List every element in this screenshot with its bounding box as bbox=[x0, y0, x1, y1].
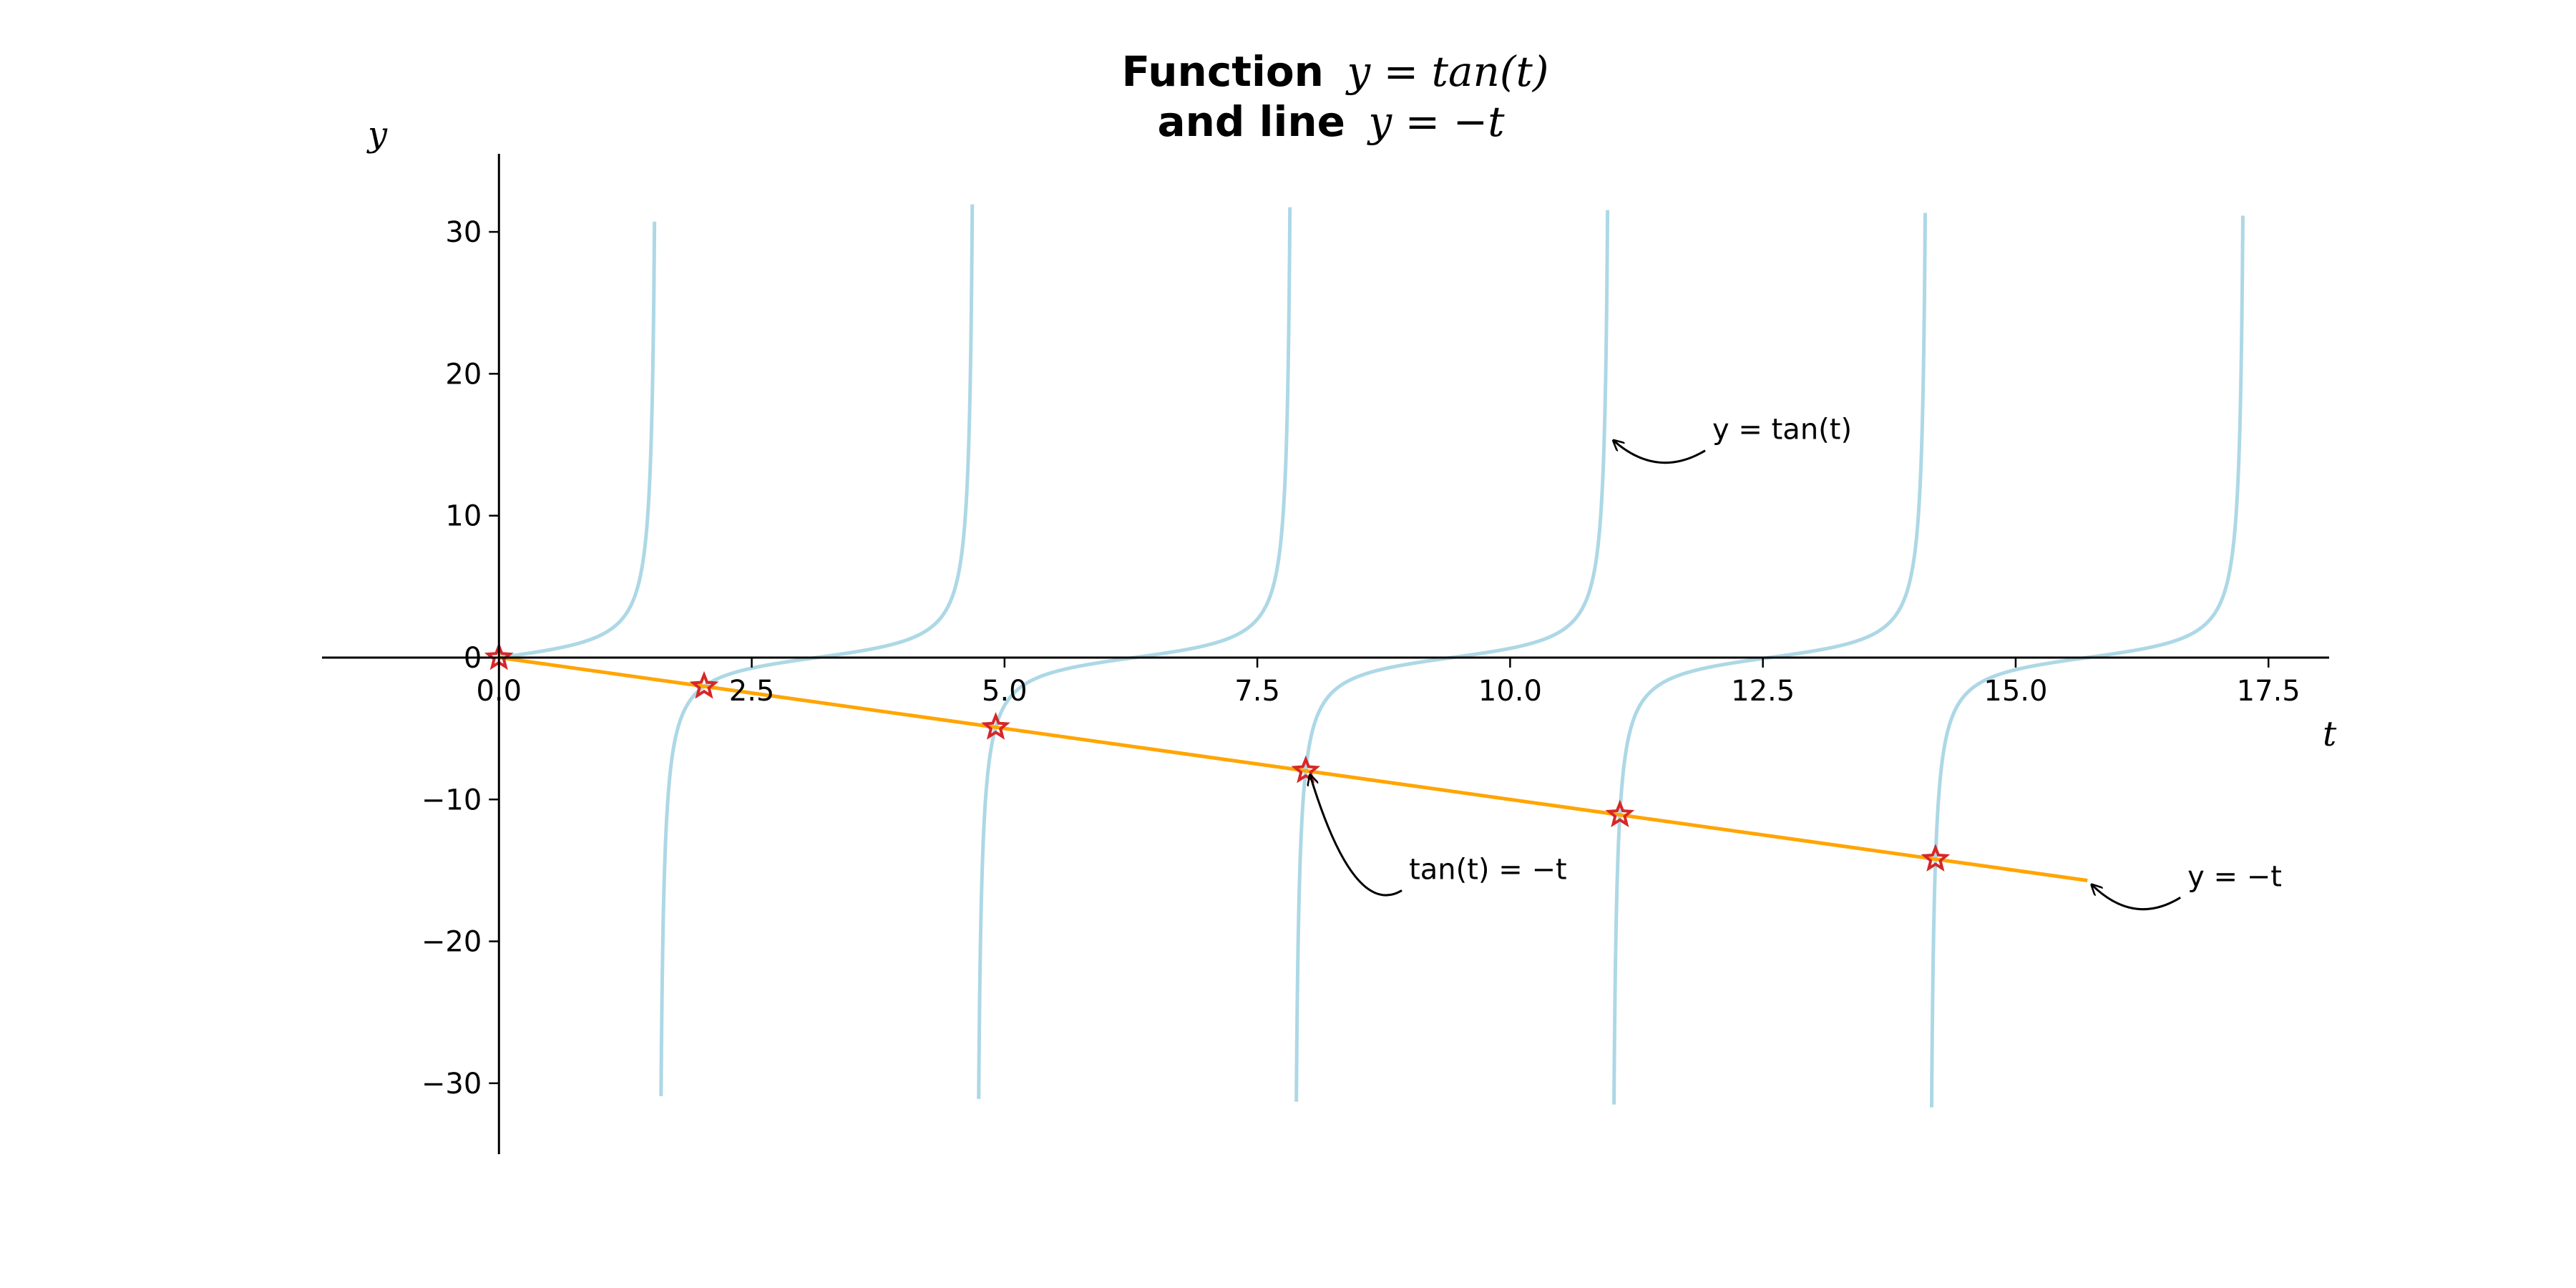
series-tan-branch bbox=[659, 204, 975, 1096]
x-tick-label: 0.0 bbox=[476, 675, 522, 708]
axes: 0.0 2.5 5.0 7.5 10.0 12.5 15.0 17.5 30 20 10 0 −10 −2… bbox=[322, 154, 2329, 1154]
intersection-markers bbox=[484, 642, 1951, 872]
series-tan-branch bbox=[1612, 213, 1927, 1105]
y-tick-label: −20 bbox=[421, 926, 482, 959]
series-neg-line bbox=[498, 655, 2088, 882]
chart-title-line1: Function y = tan(t) bbox=[1122, 47, 1549, 96]
y-tick-label: 10 bbox=[445, 500, 482, 533]
series-tan-branch bbox=[1929, 215, 2245, 1108]
x-tick-label: 7.5 bbox=[1234, 675, 1280, 708]
intersection-point bbox=[1921, 844, 1951, 872]
annotation-label: tan(t) = −t bbox=[1409, 853, 1567, 886]
series-tan-branch bbox=[1294, 210, 1610, 1102]
annotation-arrow bbox=[2092, 884, 2181, 911]
y-tick-label: 20 bbox=[445, 358, 482, 391]
annotation-arrow bbox=[1310, 775, 1402, 897]
annotation-label: y = tan(t) bbox=[1712, 414, 1852, 447]
y-tick-label: 0 bbox=[464, 642, 482, 675]
series-layer bbox=[497, 204, 2245, 1108]
y-tick-label: −10 bbox=[421, 784, 482, 816]
x-tick-label: 2.5 bbox=[729, 675, 775, 708]
annotation-label: y = −t bbox=[2187, 860, 2282, 893]
x-axis-label: t bbox=[2323, 714, 2337, 754]
intersection-point bbox=[1605, 799, 1635, 828]
intersection-point bbox=[981, 711, 1010, 740]
chart-title-line2: and line y = −t bbox=[1157, 97, 1505, 146]
x-tick-label: 5.0 bbox=[982, 675, 1028, 708]
annotations: y = tan(t) tan(t) = −t y = −t bbox=[1310, 414, 2282, 911]
series-tan-branch bbox=[497, 221, 657, 660]
y-tick-label: −30 bbox=[421, 1068, 482, 1101]
series-tan-branch bbox=[977, 207, 1292, 1099]
annotation-arrow bbox=[1614, 441, 1706, 464]
x-tick-label: 15.0 bbox=[1984, 675, 2047, 708]
x-tick-label: 12.5 bbox=[1731, 675, 1795, 708]
y-tick-label: 30 bbox=[445, 216, 482, 249]
intersection-point bbox=[689, 670, 719, 699]
intersection-point bbox=[1291, 755, 1321, 784]
x-tick-label: 10.0 bbox=[1478, 675, 1542, 708]
x-tick-label: 17.5 bbox=[2237, 675, 2301, 708]
y-axis-label: y bbox=[366, 114, 388, 155]
